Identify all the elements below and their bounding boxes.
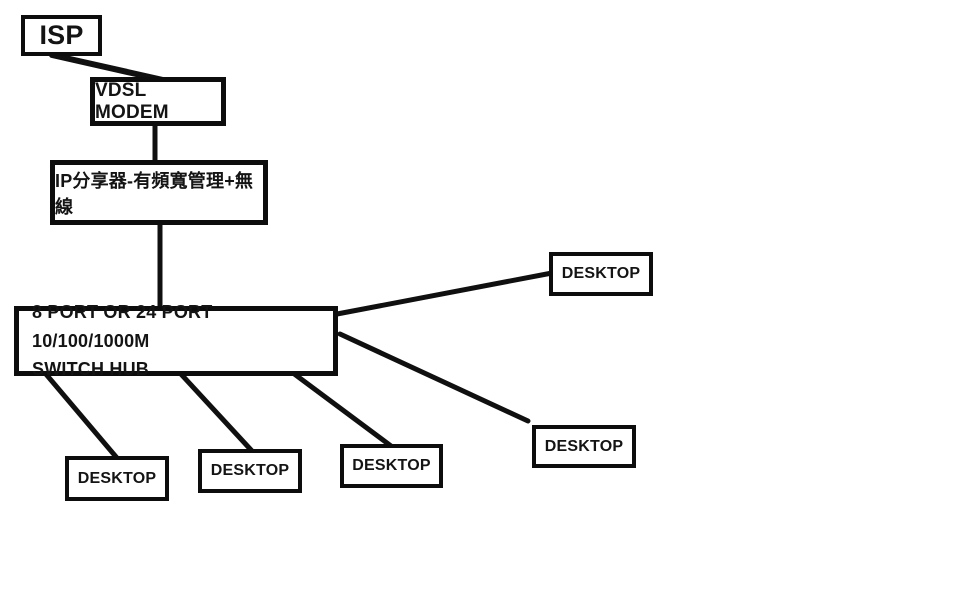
node-desktop-top-right: DESKTOP (549, 252, 653, 296)
node-desktop-bottom-2: DESKTOP (198, 449, 302, 493)
node-desktop-bottom-right: DESKTOP (532, 425, 636, 468)
node-ip-router-wireless: IP分享器-有頻寬管理+無線 (50, 160, 268, 225)
edge-switch-hub-to-desktop-bottom-1 (42, 370, 120, 461)
edge-switch-hub-to-desktop-bottom-right (337, 331, 531, 424)
edge-switch-hub-to-desktop-top-right (334, 270, 555, 317)
node-isp: ISP (21, 15, 102, 56)
node-vdsl-modem: VDSL MODEM (90, 77, 226, 126)
node-desktop-bottom-3: DESKTOP (340, 444, 443, 488)
node-switch-hub: 8 PORT OR 24 PORT 10/100/1000M SWITCH HU… (14, 302, 338, 379)
edge-switch-hub-to-desktop-bottom-2 (177, 370, 255, 454)
node-desktop-bottom-1: DESKTOP (65, 456, 169, 501)
